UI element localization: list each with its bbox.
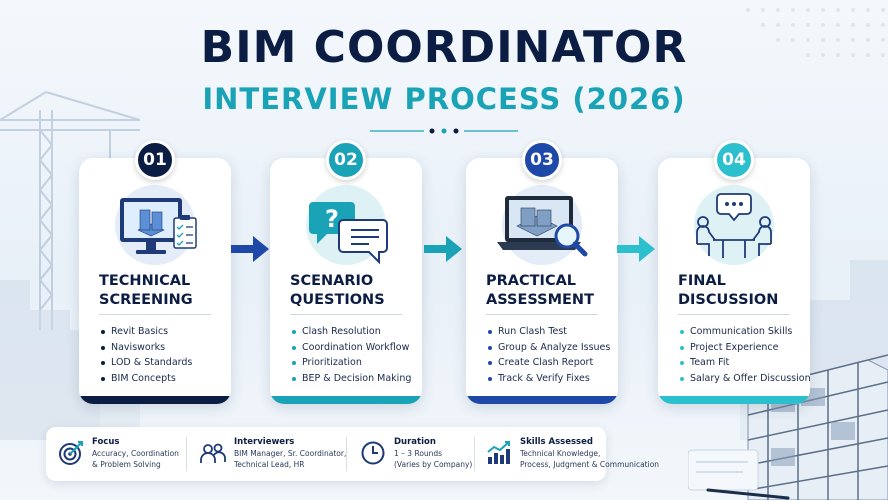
summary-detail: Process, Judgment & Communication	[520, 460, 660, 469]
summary-label: Interviewers	[234, 437, 295, 447]
stage-items-list: Revit Basics Navisworks LOD & Standards …	[101, 324, 192, 386]
list-item: Navisworks	[101, 340, 192, 356]
summary-detail: & Problem Solving	[92, 460, 161, 469]
page-title: BIM COORDINATOR	[200, 22, 688, 73]
card-accent-bar	[658, 396, 810, 404]
summary-separator	[474, 437, 475, 471]
growth-chart-icon	[487, 441, 510, 464]
summary-label: Skills Assessed	[520, 437, 593, 447]
list-item: Team Fit	[680, 355, 810, 371]
list-item: Create Clash Report	[488, 355, 610, 371]
summary-label: Focus	[92, 437, 120, 447]
card-divider	[290, 314, 402, 315]
meeting-discussion-icon	[694, 185, 774, 265]
summary-detail: (Varies by Company)	[394, 460, 473, 469]
stage-number-badge: 04	[714, 140, 754, 180]
stage-card-practical-assessment: PRACTICAL ASSESSMENT Run Clash Test Grou…	[466, 158, 618, 404]
stage-items-list: Clash Resolution Coordination Workflow P…	[292, 324, 411, 386]
summary-label: Duration	[394, 437, 436, 447]
list-item: LOD & Standards	[101, 355, 192, 371]
stage-number-badge: 02	[326, 140, 366, 180]
list-item: Run Clash Test	[488, 324, 610, 340]
summary-bar: Focus Accuracy, Coordination & Problem S…	[46, 427, 659, 481]
target-icon	[59, 441, 83, 465]
list-item: Coordination Workflow	[292, 340, 411, 356]
arrow-right-icon	[231, 236, 269, 262]
card-accent-bar	[466, 396, 618, 404]
summary-separator	[346, 437, 347, 471]
list-item: Prioritization	[292, 355, 411, 371]
stage-title: PRACTICAL ASSESSMENT	[486, 273, 594, 308]
summary-detail: Accuracy, Coordination	[92, 449, 179, 458]
summary-separator	[186, 437, 187, 471]
page-subtitle: INTERVIEW PROCESS (2026)	[202, 82, 686, 116]
arrow-right-icon	[617, 236, 655, 262]
stage-title: TECHNICAL SCREENING	[99, 273, 193, 308]
summary-detail: Technical Knowledge,	[520, 449, 601, 458]
title-divider	[370, 128, 518, 134]
svg-text:?: ?	[325, 205, 339, 233]
list-item: BEP & Decision Making	[292, 371, 411, 387]
stage-items-list: Run Clash Test Group & Analyze Issues Cr…	[488, 324, 610, 386]
card-divider	[99, 314, 211, 315]
list-item: BIM Concepts	[101, 371, 192, 387]
arrow-right-icon	[424, 236, 462, 262]
stage-card-final-discussion: FINAL DISCUSSION Communication Skills Pr…	[658, 158, 810, 404]
list-item: Track & Verify Fixes	[488, 371, 610, 387]
list-item: Group & Analyze Issues	[488, 340, 610, 356]
stage-card-technical-screening: TECHNICAL SCREENING Revit Basics Naviswo…	[79, 158, 231, 404]
question-chat-icon: ?	[306, 185, 388, 265]
stage-title: FINAL DISCUSSION	[678, 273, 779, 308]
stage-number-badge: 03	[522, 140, 562, 180]
people-icon	[200, 443, 226, 463]
monitor-building-checklist-icon	[115, 185, 197, 265]
summary-detail: BIM Manager, Sr. Coordinator,	[234, 449, 347, 458]
stage-items-list: Communication Skills Project Experience …	[680, 324, 810, 386]
stage-number-badge: 01	[135, 140, 175, 180]
summary-detail: 1 – 3 Rounds	[394, 449, 443, 458]
stage-card-scenario-questions: ? SCENARIO QUESTIONS Clash Resolution Co…	[270, 158, 422, 404]
card-accent-bar	[79, 396, 231, 404]
list-item: Clash Resolution	[292, 324, 411, 340]
laptop-magnifier-icon	[497, 185, 588, 265]
summary-detail: Technical Lead, HR	[234, 460, 305, 469]
stage-title: SCENARIO QUESTIONS	[290, 273, 385, 308]
card-accent-bar	[270, 396, 422, 404]
card-divider	[678, 314, 790, 315]
list-item: Project Experience	[680, 340, 810, 356]
list-item: Salary & Offer Discussion	[680, 371, 810, 387]
clock-icon	[361, 441, 385, 465]
list-item: Communication Skills	[680, 324, 810, 340]
list-item: Revit Basics	[101, 324, 192, 340]
card-divider	[486, 314, 598, 315]
